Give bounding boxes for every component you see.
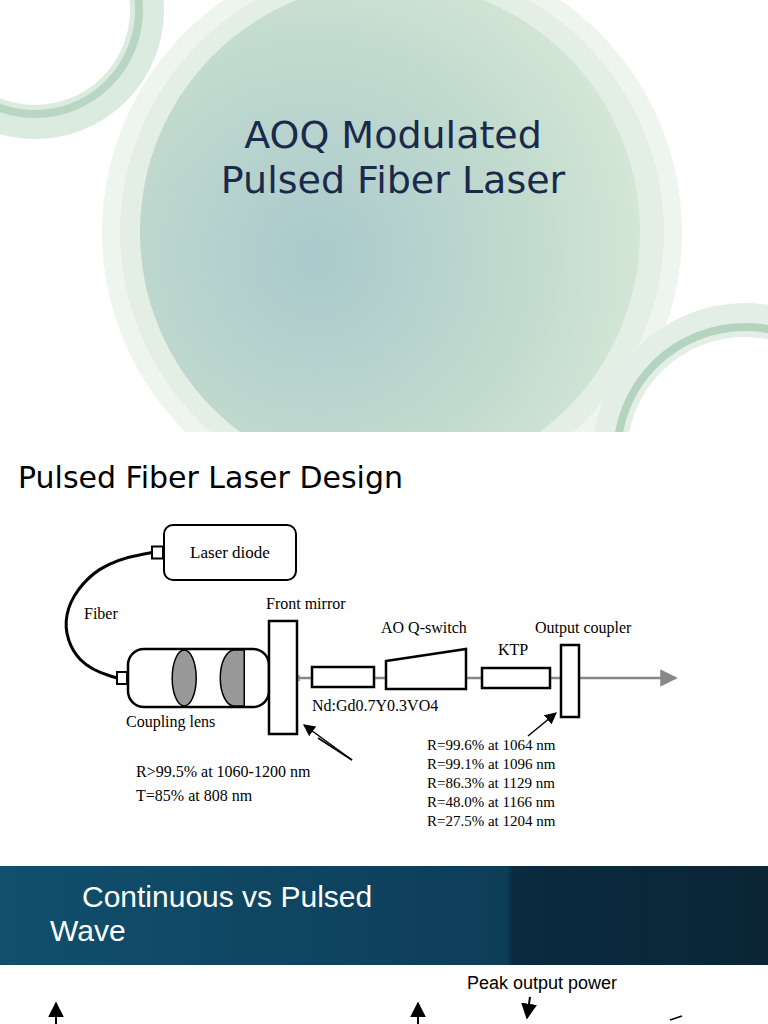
section-band: Continuous vs Pulsed Wave	[0, 866, 768, 965]
axis-arrow	[55, 1003, 57, 1024]
front-mirror-outline	[268, 620, 298, 735]
peak-arrow	[527, 997, 530, 1018]
pulse-mark	[670, 1016, 682, 1020]
leader-line	[528, 713, 556, 736]
section-heading: Continuous vs Pulsed Wave	[50, 880, 430, 948]
part-label: Output coupler	[535, 619, 631, 637]
slide-title: AOQ Modulated Pulsed Fiber Laser	[208, 113, 578, 203]
spec-note: R>99.5% at 1060-1200 nm	[136, 763, 310, 781]
part-label: Coupling lens	[126, 713, 215, 731]
section-band-outline	[0, 866, 768, 965]
output-coupler-outline	[560, 644, 580, 718]
spec-note: R=99.6% at 1064 nm	[427, 737, 555, 754]
part-label: Laser diode	[190, 543, 270, 563]
edge-label: Fiber	[82, 605, 120, 623]
title-decoration	[0, 0, 768, 432]
fiber-connector	[66, 553, 152, 679]
section-heading: Pulsed Fiber Laser Design	[18, 461, 403, 496]
spec-note: T=85% at 808 nm	[136, 787, 252, 805]
axis-label: Peak output power	[467, 973, 617, 994]
spec-note: R=48.0% at 1166 nm	[427, 794, 555, 811]
spec-note: R=86.3% at 1129 nm	[427, 775, 555, 792]
part-label: Nd:Gd0.7Y0.3VO4	[312, 697, 438, 715]
spec-note: R=99.1% at 1096 nm	[427, 756, 555, 773]
laser-diode-box-outline	[163, 524, 297, 581]
coupling-lens-outline	[127, 648, 270, 708]
part-label: AO Q-switch	[381, 619, 467, 637]
laser-beam	[298, 677, 676, 680]
front-mirror: Front mirror	[268, 620, 298, 735]
aoq-switch-outline	[385, 648, 467, 690]
laser-crystal: Nd:Gd0.7Y0.3VO4	[311, 666, 375, 688]
beam-cone	[245, 656, 302, 700]
coupling-lens: Coupling lens	[127, 648, 270, 708]
part-label: KTP	[498, 641, 528, 659]
laser-diode-box: Laser diode	[163, 524, 297, 581]
part-label: Front mirror	[266, 595, 346, 613]
leader-line	[304, 725, 352, 760]
spec-note: R=27.5% at 1204 nm	[427, 813, 555, 830]
ktp-crystal-outline	[481, 667, 551, 689]
axis-arrow	[417, 1003, 419, 1024]
laser-crystal-outline	[311, 666, 375, 688]
aoq-switch: AO Q-switch	[385, 648, 467, 690]
ktp-crystal: KTP	[481, 667, 551, 689]
output-coupler: Output coupler	[560, 644, 580, 718]
